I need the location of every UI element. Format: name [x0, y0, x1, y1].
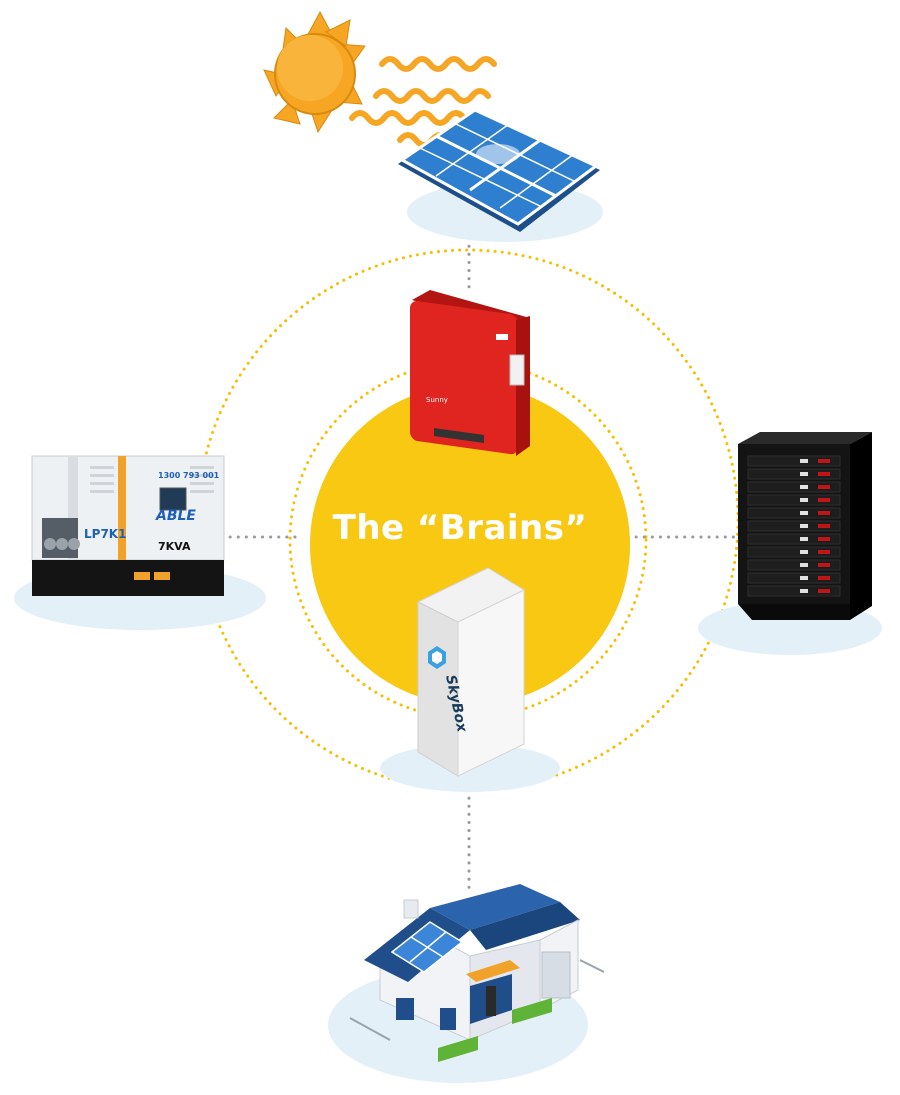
brains-hub-highlight [310, 385, 630, 705]
generator-brand-label: ABLE [155, 508, 196, 524]
battery-terminal [800, 459, 808, 463]
generator-phone-label: 1300 793 001 [158, 471, 220, 480]
battery-terminal [800, 498, 808, 502]
battery-indicator [818, 472, 830, 476]
battery-module [747, 481, 841, 493]
battery-terminal [800, 576, 808, 580]
battery-terminal [800, 537, 808, 541]
battery-indicator [818, 589, 830, 593]
battery-indicator [818, 498, 830, 502]
battery-modules [747, 455, 841, 597]
battery-indicator [818, 563, 830, 567]
battery-module [747, 546, 841, 558]
battery-indicator [818, 459, 830, 463]
battery-terminal [800, 550, 808, 554]
battery-module [747, 468, 841, 480]
connector-lines [220, 228, 740, 897]
battery-module [747, 520, 841, 532]
battery-indicator [818, 511, 830, 515]
inverter-icon: Sunny [410, 290, 530, 456]
battery-indicator [818, 485, 830, 489]
battery-module [747, 494, 841, 506]
skybox-cabinet-icon: SkyBox [416, 567, 526, 777]
battery-rack-icon [738, 432, 872, 620]
generator-rating-label: 7KVA [158, 540, 191, 553]
battery-indicator [818, 537, 830, 541]
generator-icon: LP7K1 ABLE 7KVA 1300 793 001 [31, 455, 225, 596]
battery-terminal [800, 589, 808, 593]
solar-panel-icon [398, 108, 600, 232]
battery-module [747, 559, 841, 571]
battery-indicator [818, 550, 830, 554]
battery-indicator [818, 524, 830, 528]
battery-module [747, 507, 841, 519]
sun-icon [263, 10, 366, 134]
generator-model-label: LP7K1 [84, 527, 126, 541]
svg-text:Sunny: Sunny [426, 396, 448, 404]
battery-module [747, 585, 841, 597]
battery-module [747, 455, 841, 467]
battery-terminal [800, 511, 808, 515]
battery-terminal [800, 563, 808, 567]
battery-terminal [800, 472, 808, 476]
battery-indicator [818, 576, 830, 580]
center-title: The “Brains” [332, 508, 588, 548]
brains-hub [310, 385, 630, 705]
battery-terminal [800, 524, 808, 528]
battery-terminal [800, 485, 808, 489]
battery-module [747, 572, 841, 584]
house-icon [349, 884, 605, 1062]
battery-module [747, 533, 841, 545]
